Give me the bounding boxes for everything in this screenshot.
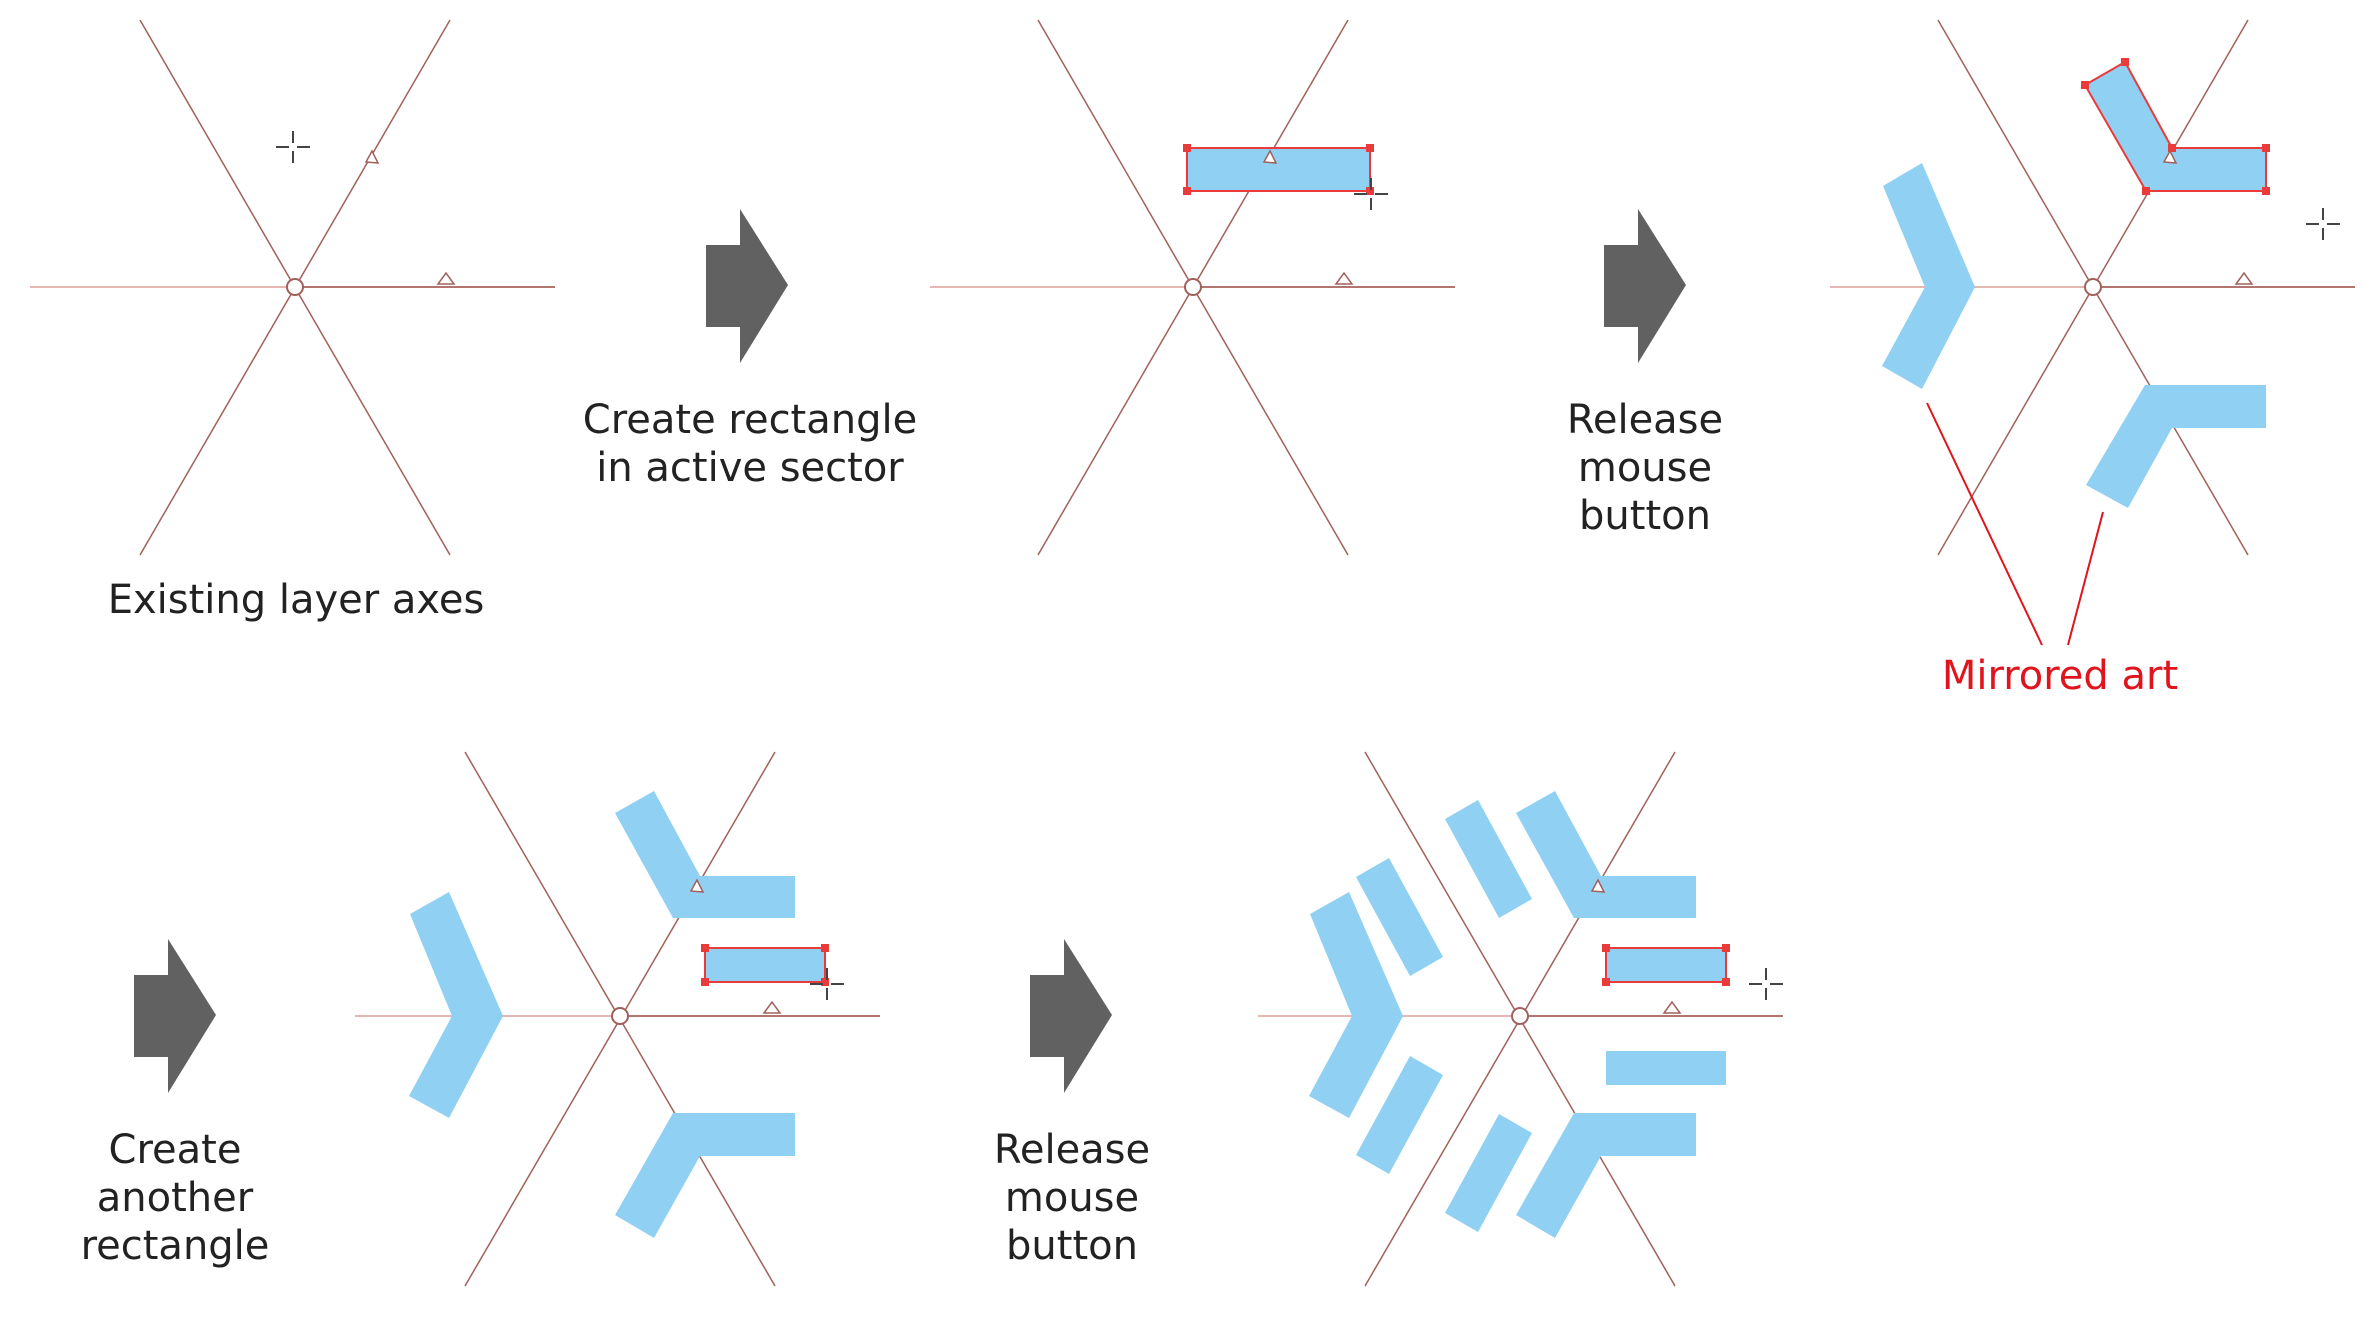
axis-center-handle-icon[interactable] — [611, 1007, 629, 1025]
triangle-axis-marker-icon[interactable] — [364, 149, 380, 164]
selection-handles[interactable] — [1602, 944, 1730, 986]
right-arrow-icon — [706, 209, 788, 363]
caption-release-mouse-button-2: Release mouse button — [993, 1127, 1151, 1269]
triangle-axis-marker-icon[interactable] — [436, 271, 456, 285]
caption-mirrored-art: Mirrored art — [1941, 653, 2179, 699]
triangle-axis-marker-icon[interactable] — [1334, 271, 1354, 285]
mirrored-shape — [1882, 163, 1975, 389]
drawn-rectangle[interactable] — [1186, 147, 1371, 192]
triangle-axis-marker-icon[interactable] — [1590, 878, 1606, 893]
triangle-axis-marker-icon[interactable] — [762, 1000, 782, 1014]
right-arrow-icon — [1604, 209, 1686, 363]
drawn-rectangle[interactable] — [704, 947, 826, 983]
crosshair-cursor-icon — [2306, 208, 2340, 240]
axis-center-handle-icon[interactable] — [286, 278, 304, 296]
triangle-axis-marker-icon[interactable] — [2162, 149, 2178, 164]
caption-create-rectangle: Create rectangle in active sector — [582, 397, 918, 491]
triangle-axis-marker-icon[interactable] — [1262, 149, 1278, 164]
mirrored-shape — [2086, 385, 2266, 508]
drawn-rectangle[interactable] — [1605, 947, 1727, 983]
caption-release-mouse-button: Release mouse button — [1566, 397, 1724, 539]
triangle-axis-marker-icon[interactable] — [1662, 1000, 1682, 1014]
triangle-axis-marker-icon[interactable] — [2234, 271, 2254, 285]
mirrored-shapes — [409, 791, 795, 1238]
right-arrow-icon — [134, 939, 216, 1093]
right-arrow-icon — [1030, 939, 1112, 1093]
selection-handles[interactable] — [1183, 144, 1374, 195]
callout-lines — [1926, 402, 2104, 646]
triangle-axis-marker-icon[interactable] — [689, 878, 705, 893]
caption-existing-layer-axes: Existing layer axes — [107, 577, 485, 623]
crosshair-cursor-icon — [1354, 178, 1388, 210]
crosshair-cursor-icon — [276, 131, 310, 163]
caption-create-another-rectangle: Create another rectangle — [80, 1127, 270, 1269]
axis-center-handle-icon[interactable] — [2084, 278, 2102, 296]
crosshair-cursor-icon — [810, 968, 844, 1000]
axis-center-handle-icon[interactable] — [1511, 1007, 1529, 1025]
selection-handles[interactable] — [2081, 58, 2270, 195]
selection-handles[interactable] — [701, 944, 829, 986]
axis-center-handle-icon[interactable] — [1184, 278, 1202, 296]
mirrored-shapes — [1309, 791, 1726, 1238]
crosshair-cursor-icon — [1749, 968, 1783, 1000]
